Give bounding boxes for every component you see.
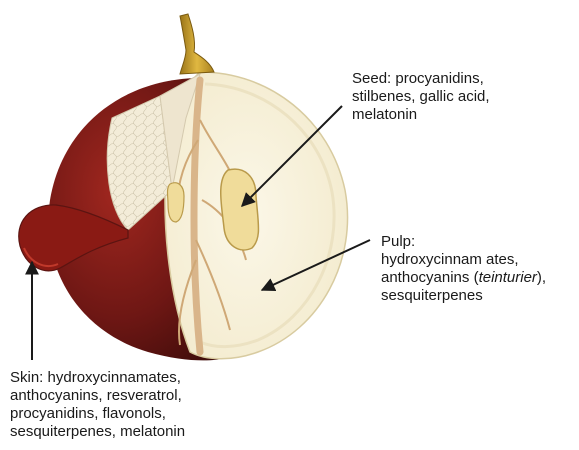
skin-label-line: anthocyanins, resveratrol, xyxy=(10,387,185,405)
pulp-label-prefix: anthocyanins ( xyxy=(381,269,479,286)
skin-label: Skin: hydroxycinnamates, anthocyanins, r… xyxy=(10,369,185,441)
pulp-label-suffix: ), xyxy=(537,269,546,286)
pulp-label-line-3: anthocyanins (teinturier), xyxy=(381,269,546,287)
seed-small xyxy=(168,183,185,222)
skin-label-line: Skin: hydroxycinnamates, xyxy=(10,369,185,387)
seed-large xyxy=(221,169,259,250)
pulp-label: Pulp: hydroxycinnam ates, anthocyanins (… xyxy=(381,233,546,305)
pulp-label-line: sesquiterpenes xyxy=(381,287,546,305)
grape-stem xyxy=(180,14,214,74)
skin-label-line: procyanidins, flavonols, xyxy=(10,405,185,423)
pulp-label-italic: teinturier xyxy=(479,269,537,286)
grape-berry xyxy=(19,14,348,360)
seed-label-line: stilbenes, gallic acid, xyxy=(352,88,490,106)
seed-label-line: Seed: procyanidins, xyxy=(352,70,490,88)
pulp-label-line: hydroxycinnam ates, xyxy=(381,251,546,269)
seed-label-line: melatonin xyxy=(352,106,490,124)
seed-label: Seed: procyanidins, stilbenes, gallic ac… xyxy=(352,70,490,124)
skin-label-line: sesquiterpenes, melatonin xyxy=(10,423,185,441)
pulp-label-line: Pulp: xyxy=(381,233,546,251)
